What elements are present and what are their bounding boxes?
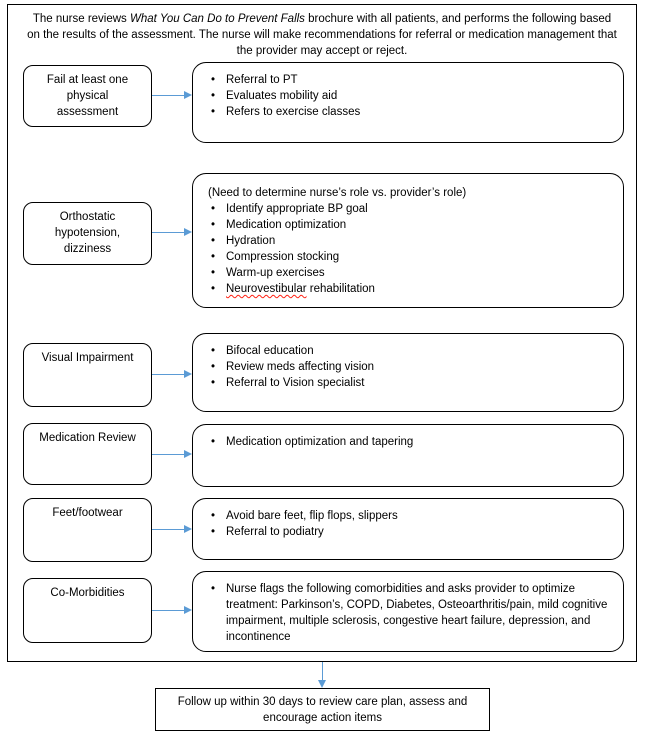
arrow-head-icon (184, 228, 192, 236)
condition-box: Feet/footwear (23, 498, 152, 562)
right-arrow-connector (152, 370, 192, 379)
action-item: Compression stocking (193, 249, 617, 265)
condition-label: Co-Morbidities (50, 587, 125, 599)
arrow-line (152, 94, 185, 97)
arrow-head-icon (184, 370, 192, 378)
action-item: Referral to PT (193, 72, 617, 88)
action-item: Identify appropriate BP goal (193, 201, 617, 217)
actions-box: Avoid bare feet, flip flops, slippersRef… (192, 498, 624, 560)
arrow-line (152, 373, 185, 376)
action-item: Evaluates mobility aid (193, 88, 617, 104)
arrow-head-icon (318, 680, 326, 688)
actions-note: (Need to determine nurse’s role vs. prov… (208, 187, 467, 199)
actions-box: Nurse flags the following comorbidities … (192, 571, 624, 652)
condition-box: Medication Review (23, 423, 152, 485)
condition-box: Visual Impairment (23, 343, 152, 407)
actions-box: Referral to PTEvaluates mobility aidRefe… (192, 62, 624, 143)
condition-label: Medication Review (39, 432, 136, 444)
followup-box: Follow up within 30 days to review care … (155, 688, 490, 731)
right-arrow-connector (152, 606, 192, 615)
action-item: Medication optimization and tapering (193, 434, 617, 450)
right-arrow-connector (152, 525, 192, 534)
condition-box: Orthostatic hypotension, dizziness (23, 202, 152, 265)
arrow-head-icon (184, 450, 192, 458)
actions-box: Bifocal educationReview meds affecting v… (192, 333, 624, 412)
condition-label: Fail at least one physical assessment (46, 74, 129, 118)
actions-box: (Need to determine nurse’s role vs. prov… (192, 173, 624, 308)
condition-box: Co-Morbidities (23, 578, 152, 643)
actions-box: Medication optimization and tapering (192, 424, 624, 487)
action-item: Medication optimization (193, 217, 617, 233)
followup-text: Follow up within 30 days to review care … (177, 696, 468, 724)
condition-label: Feet/footwear (52, 507, 123, 519)
intro-text-prefix: The nurse reviews (32, 13, 130, 25)
right-arrow-connector (152, 450, 192, 459)
down-arrow-connector (318, 662, 327, 688)
arrow-line (152, 528, 185, 531)
action-item: Warm-up exercises (193, 265, 617, 281)
arrow-line (152, 453, 185, 456)
condition-box: Fail at least one physical assessment (23, 65, 152, 127)
condition-label: Visual Impairment (41, 352, 134, 364)
action-item: Bifocal education (193, 343, 617, 359)
intro-paragraph: The nurse reviews What You Can Do to Pre… (7, 11, 637, 59)
action-item: Referral to Vision specialist (193, 375, 617, 391)
arrow-head-icon (184, 91, 192, 99)
action-item: Refers to exercise classes (193, 104, 617, 120)
action-item: Avoid bare feet, flip flops, slippers (193, 508, 617, 524)
arrow-line (321, 662, 324, 681)
action-item: Nurse flags the following comorbidities … (193, 581, 617, 645)
action-item: Hydration (193, 233, 617, 249)
brochure-title: What You Can Do to Prevent Falls (130, 13, 305, 25)
action-item: Review meds affecting vision (193, 359, 617, 375)
condition-label: Orthostatic hypotension, dizziness (54, 211, 121, 255)
outer-border (7, 4, 637, 662)
action-item: Referral to podiatry (193, 524, 617, 540)
arrow-head-icon (184, 525, 192, 533)
right-arrow-connector (152, 91, 192, 100)
arrow-head-icon (184, 606, 192, 614)
arrow-line (152, 231, 185, 234)
right-arrow-connector (152, 228, 192, 237)
action-item: Neurovestibular rehabilitation (193, 281, 617, 297)
intro-text-suffix: brochure with all patients, and performs… (27, 13, 617, 57)
misspelled-word: Neurovestibular (226, 283, 307, 295)
arrow-line (152, 609, 185, 612)
